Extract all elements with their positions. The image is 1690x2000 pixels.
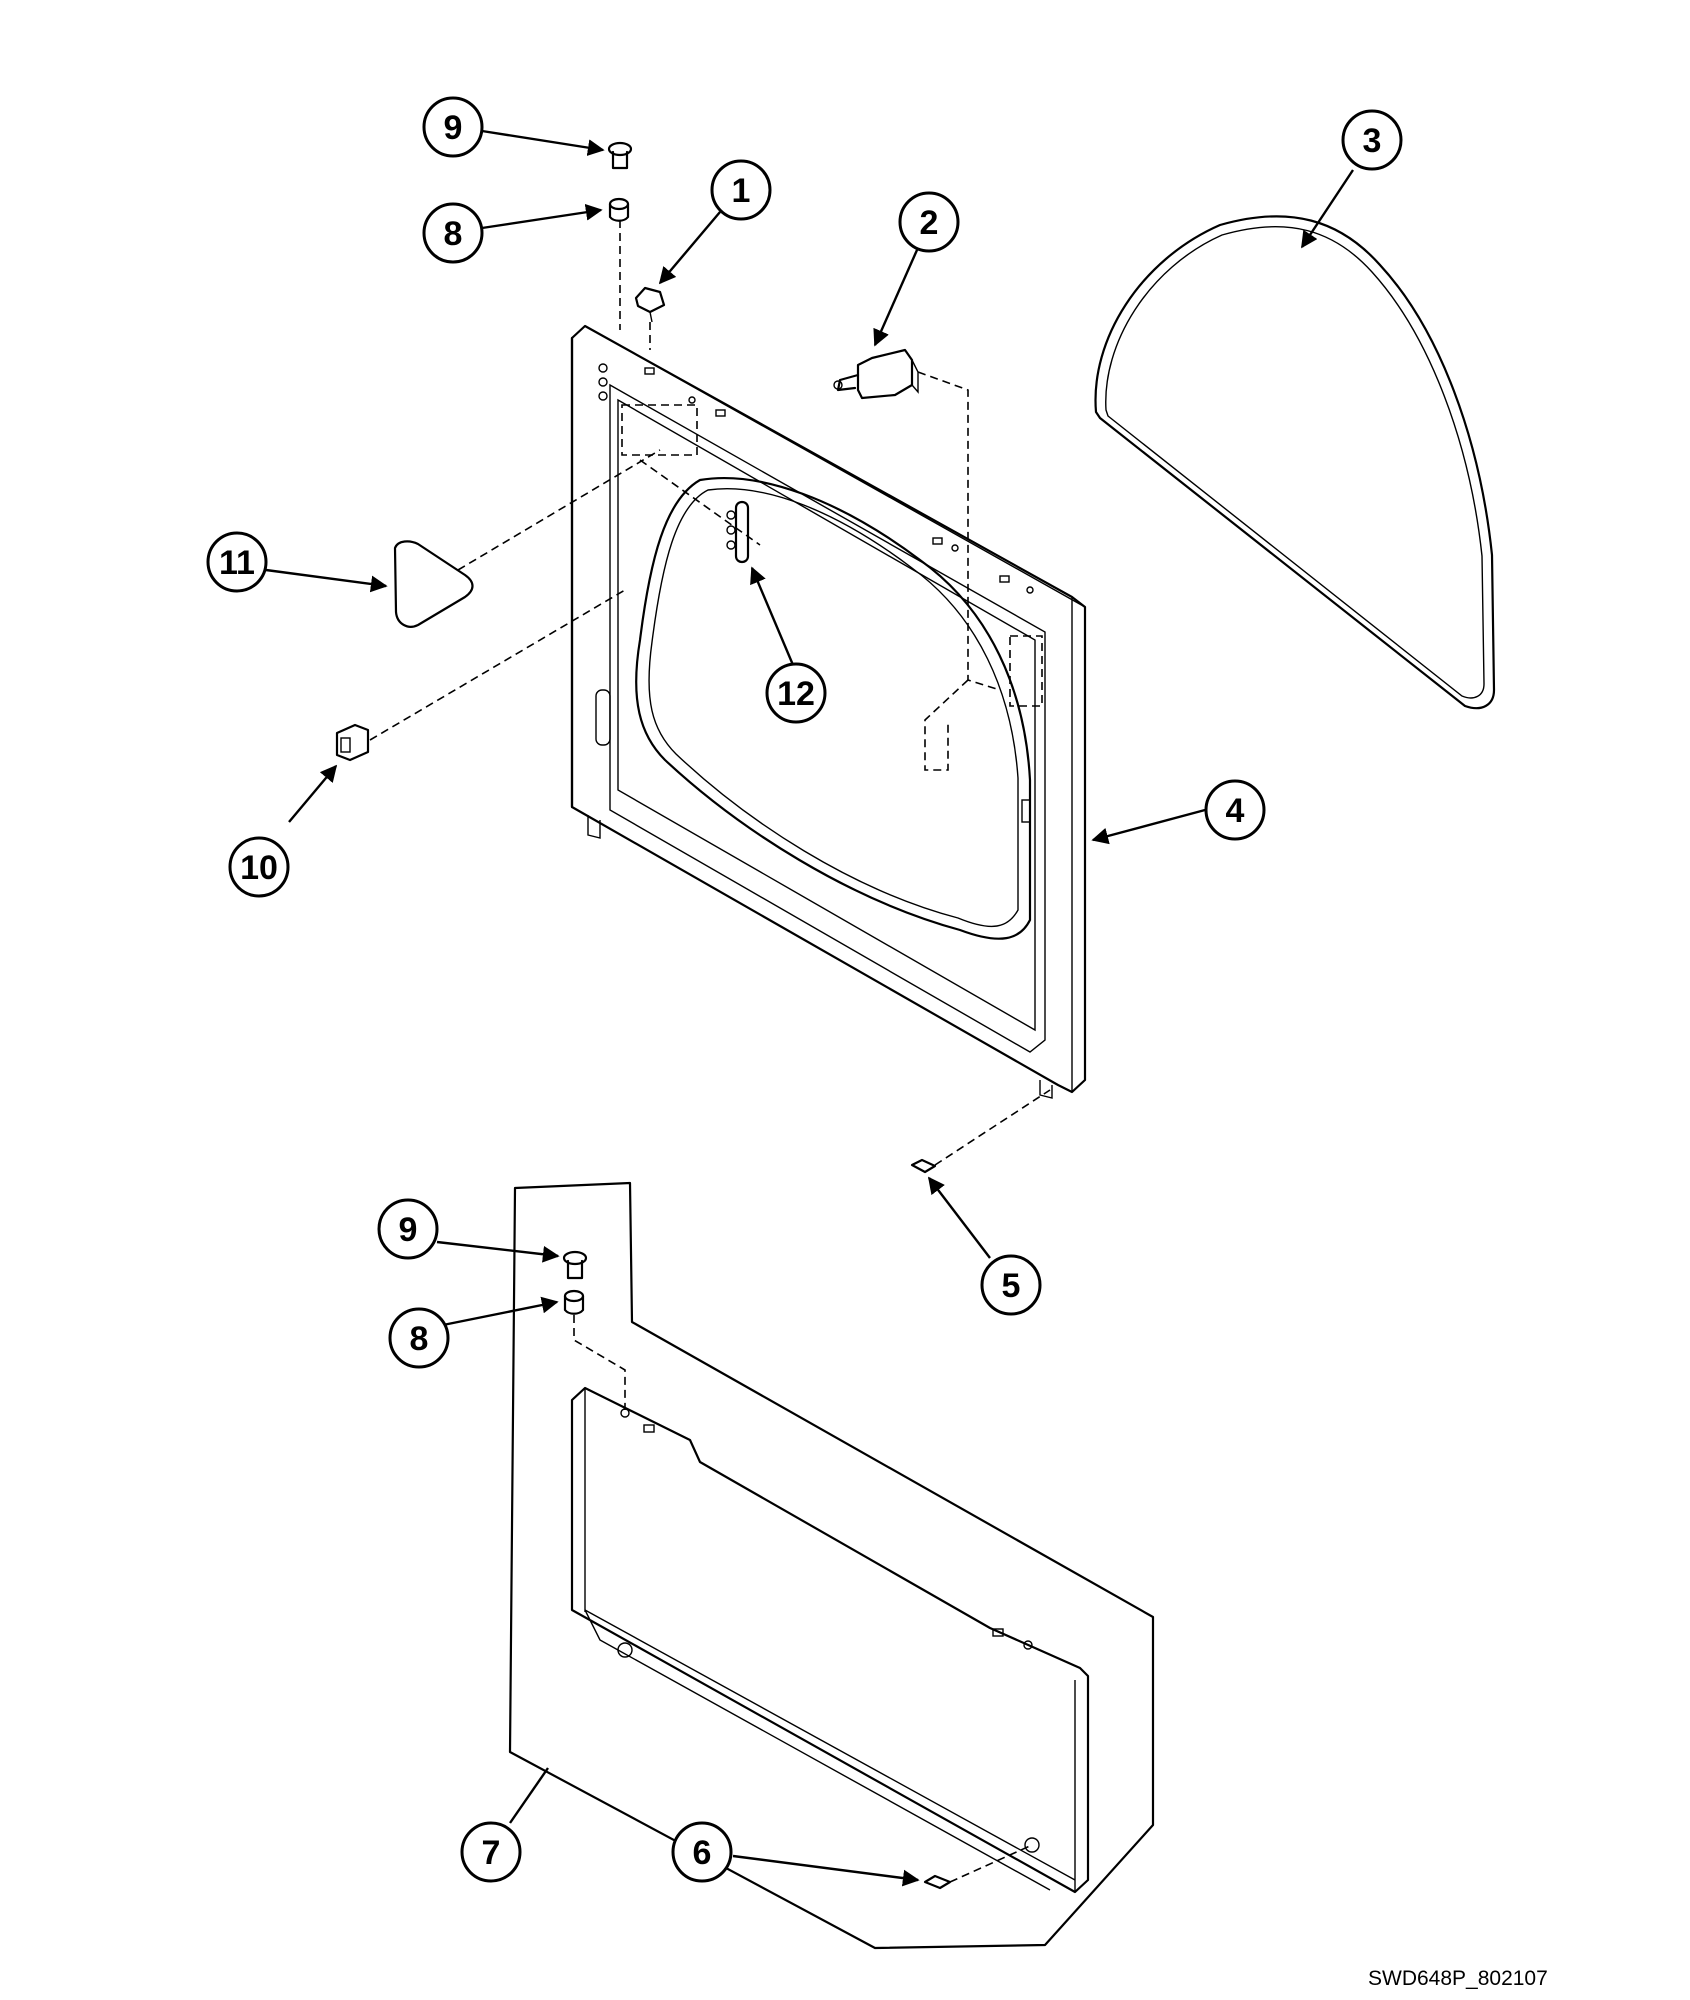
callout-3-label: 3 <box>1363 122 1382 160</box>
callout-12: 12 <box>765 662 827 724</box>
callout-1-label: 1 <box>732 172 751 210</box>
screw-bottom-9 <box>562 1250 588 1280</box>
callout-7: 7 <box>460 1821 522 1883</box>
spacer-top-8 <box>608 197 630 222</box>
spacer-bottom-8 <box>563 1289 585 1315</box>
screw-6 <box>923 1874 952 1890</box>
callout-8-bottom-label: 8 <box>410 1320 429 1358</box>
callout-6-label: 6 <box>693 1834 712 1872</box>
callout-6: 6 <box>671 1821 733 1883</box>
callout-11-label: 11 <box>219 544 255 582</box>
callout-8-top-label: 8 <box>444 215 463 253</box>
callout-5: 5 <box>980 1254 1042 1316</box>
drum-seal <box>1094 215 1496 710</box>
callout-4-label: 4 <box>1226 792 1245 830</box>
callout-9-top-label: 9 <box>444 109 463 147</box>
callout-10-label: 10 <box>240 849 278 887</box>
callout-2: 2 <box>898 191 960 253</box>
callout-8-top: 8 <box>422 202 484 264</box>
lower-panel-outline <box>508 1181 1155 1950</box>
callout-8-bottom: 8 <box>388 1307 450 1369</box>
door-switch <box>833 348 919 400</box>
door-bumper <box>726 500 750 564</box>
callout-4: 4 <box>1204 779 1266 841</box>
latch-strike <box>335 723 370 762</box>
leader-arrows <box>265 129 1355 1887</box>
callout-7-label: 7 <box>482 1834 501 1872</box>
callout-10: 10 <box>228 836 290 898</box>
callout-11: 11 <box>206 531 268 593</box>
screw-5 <box>910 1158 937 1174</box>
screw-top-9 <box>607 141 633 170</box>
callout-9-top: 9 <box>422 96 484 158</box>
front-panel <box>570 324 1087 1099</box>
callout-3: 3 <box>1341 109 1403 171</box>
assembly-lines <box>369 220 1051 1883</box>
callout-9-bottom: 9 <box>377 1198 439 1260</box>
callout-2-label: 2 <box>920 204 939 242</box>
hinge-clip <box>634 286 666 323</box>
callout-9-bottom-label: 9 <box>399 1211 418 1249</box>
callout-1: 1 <box>710 159 772 221</box>
document-id: SWD648P_802107 <box>1368 1967 1548 1990</box>
callout-5-label: 5 <box>1002 1267 1021 1305</box>
triangle-plug <box>393 540 474 628</box>
lower-access-panel <box>570 1386 1090 1894</box>
callout-12-label: 12 <box>777 675 815 713</box>
